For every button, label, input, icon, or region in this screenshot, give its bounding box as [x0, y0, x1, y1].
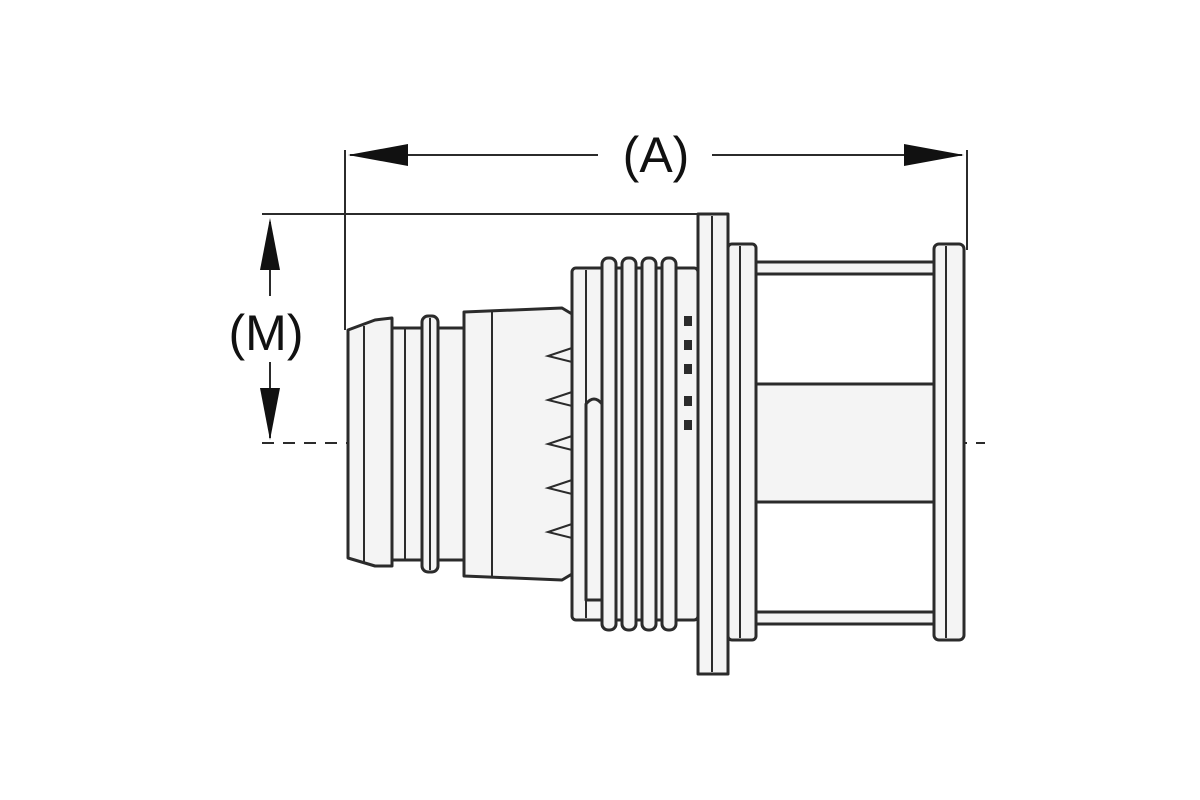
cage-center-tube — [754, 382, 936, 504]
thread-ridge — [600, 256, 618, 632]
arrowhead-right — [904, 144, 964, 166]
spacer-section — [436, 326, 466, 562]
thread-ridge — [620, 256, 638, 632]
key-mark — [684, 396, 692, 406]
neck-section — [390, 326, 424, 562]
dimension-m-label: (M) — [229, 305, 304, 361]
dimension-m: (M) — [229, 213, 700, 440]
end-ring — [932, 242, 966, 642]
nose-tip — [346, 316, 394, 568]
arrowhead-up — [260, 218, 280, 270]
key-mark — [684, 420, 692, 430]
rear-cage — [754, 260, 936, 626]
thread-ridge — [640, 256, 658, 632]
rear-collar — [726, 242, 758, 642]
latch-finger — [584, 397, 604, 602]
cage-rail-top — [754, 260, 936, 276]
key-mark — [684, 316, 692, 326]
keying-marks — [684, 316, 692, 430]
dimension-a-label: (A) — [623, 127, 690, 183]
key-mark — [684, 364, 692, 374]
key-mark — [684, 340, 692, 350]
thread-ridges — [600, 256, 678, 632]
dimension-a: (A) — [344, 127, 968, 330]
arrowhead-down — [260, 388, 280, 440]
connector-body — [346, 212, 966, 676]
thread-ridge — [660, 256, 678, 632]
arrowhead-left — [348, 144, 408, 166]
cage-rail-bottom — [754, 610, 936, 626]
